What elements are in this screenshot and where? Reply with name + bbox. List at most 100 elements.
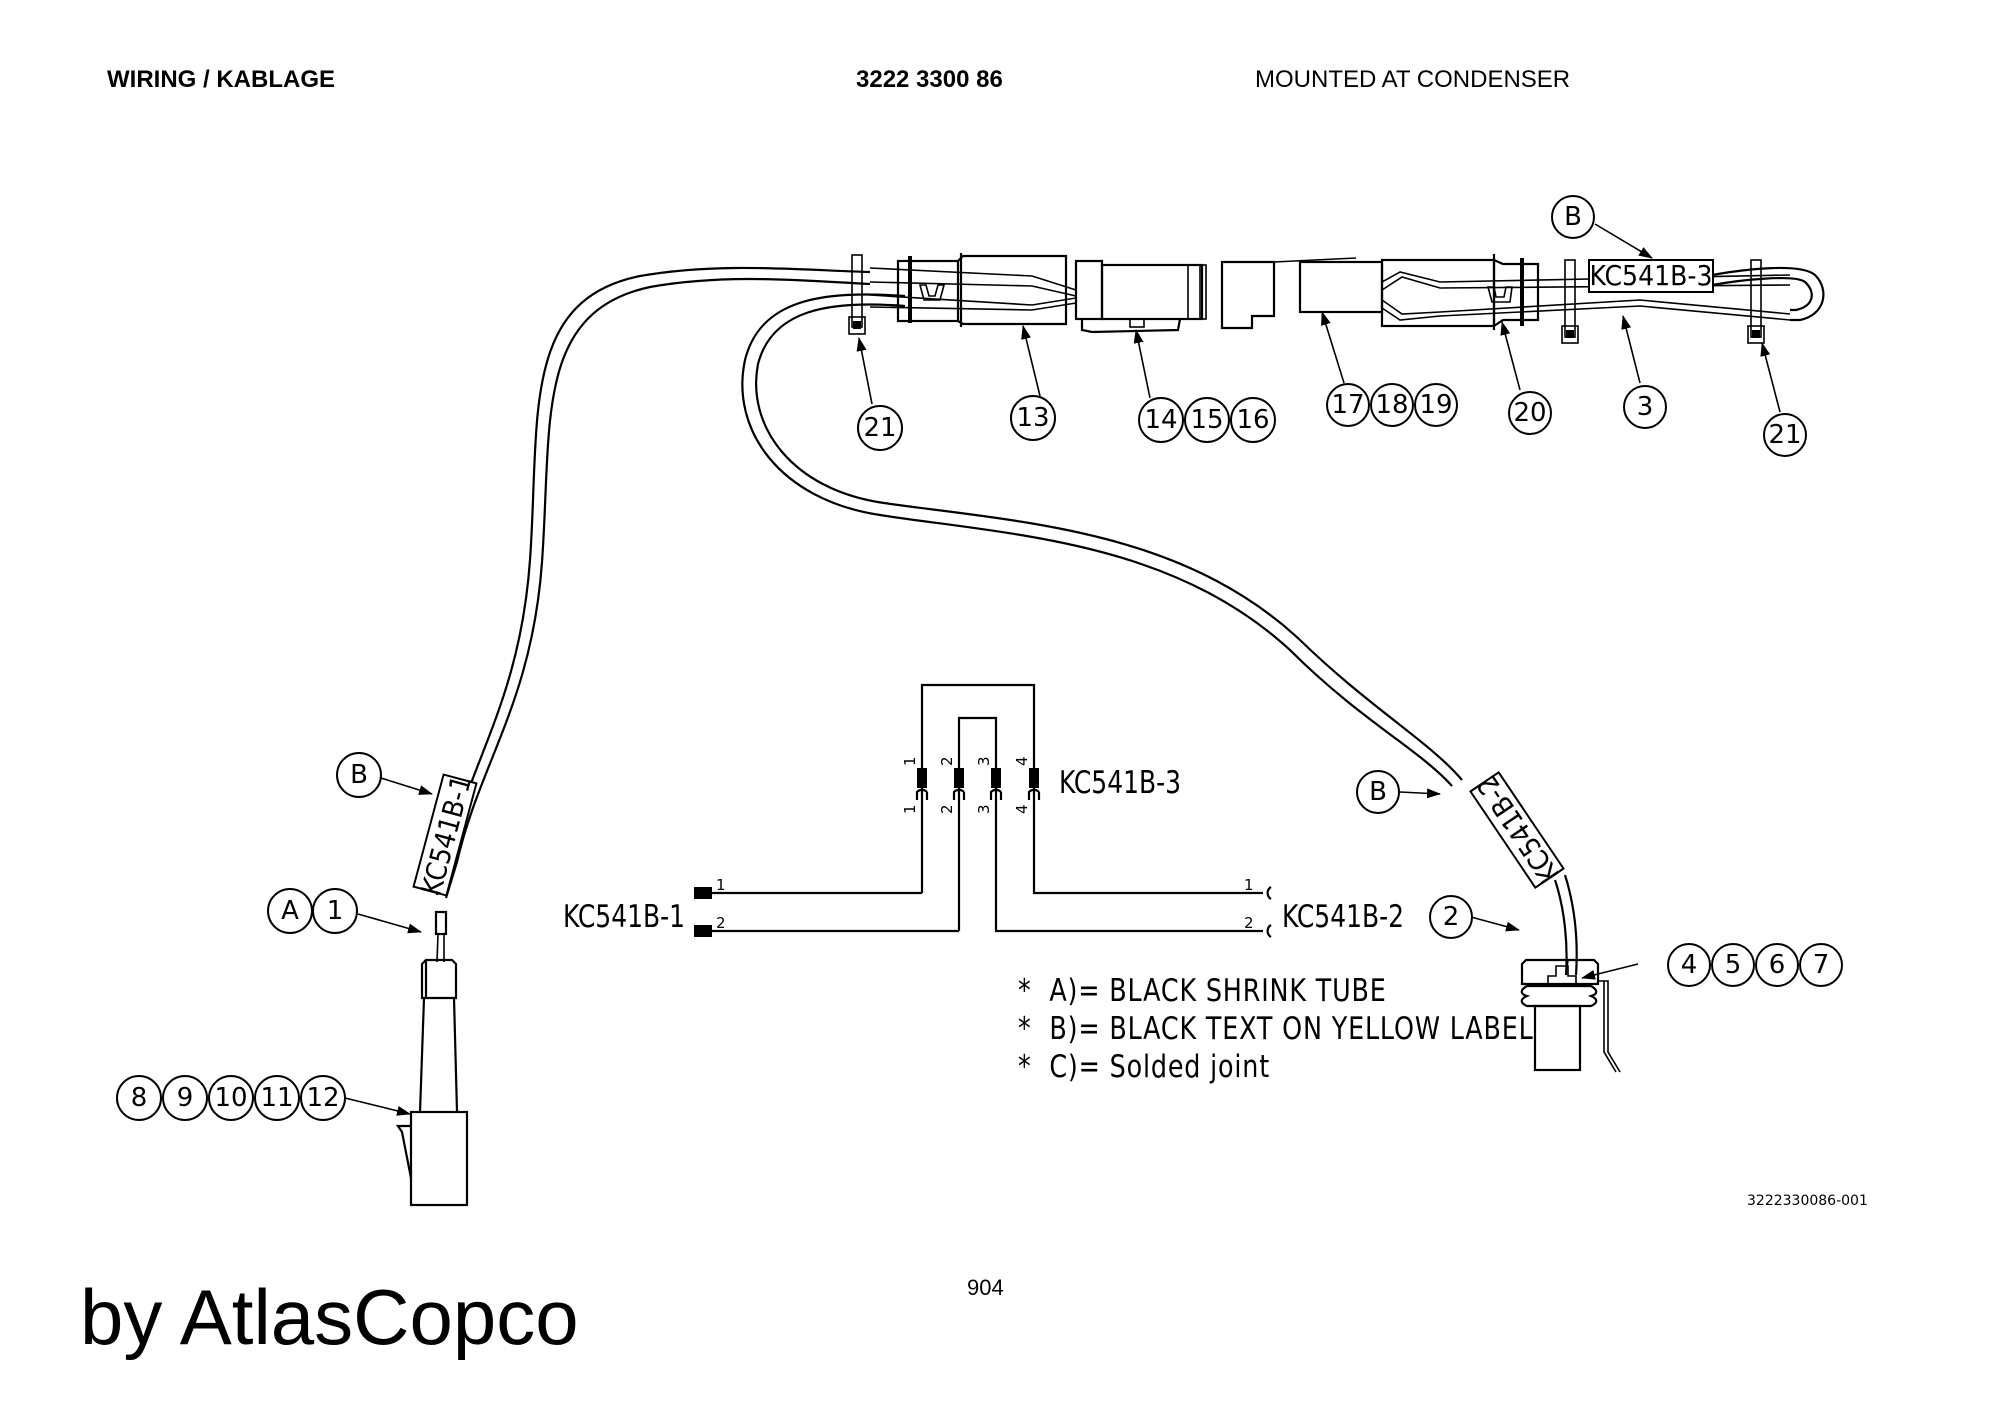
balloon-15: 15 — [1184, 397, 1230, 443]
top-connector-pins — [915, 768, 1041, 800]
svg-text:9: 9 — [177, 1083, 194, 1113]
svg-text:20: 20 — [1513, 398, 1546, 428]
balloon-3: 3 — [1623, 385, 1667, 429]
svg-text:7: 7 — [1813, 950, 1830, 980]
note-a: * A)= BLACK SHRINK TUBE — [1018, 973, 1387, 1009]
svg-text:12: 12 — [306, 1083, 339, 1113]
sensor-left — [395, 958, 469, 1207]
svg-text:14: 14 — [1144, 405, 1177, 435]
svg-text:17: 17 — [1331, 390, 1364, 420]
balloon-18: 18 — [1370, 383, 1414, 427]
sensor-right — [1520, 958, 1621, 1073]
cable-kc541b-1 — [435, 266, 871, 899]
pin-label-top-4b: 4 — [1013, 804, 1031, 814]
balloon-b-top: B — [1551, 195, 1595, 239]
pin-label-top-4a: 4 — [1013, 756, 1031, 766]
pin-label-left-2: 2 — [716, 914, 726, 932]
pin-label-top-3a: 3 — [975, 756, 993, 766]
svg-text:3: 3 — [1637, 392, 1654, 422]
page-title: WIRING / KABLAGE — [107, 66, 335, 93]
svg-text:21: 21 — [1768, 420, 1801, 450]
terminal-left-2 — [694, 925, 712, 937]
schematic-label-kc541b-2: KC541B-2 — [1282, 899, 1404, 935]
svg-text:19: 19 — [1419, 390, 1452, 420]
balloon-8: 8 — [116, 1075, 162, 1121]
balloon-11: 11 — [254, 1075, 300, 1121]
schematic-label-kc541b-3: KC541B-3 — [1059, 765, 1181, 801]
pin-label-top-2a: 2 — [938, 756, 956, 766]
terminal-right-2 — [1266, 924, 1272, 938]
balloon-19: 19 — [1414, 383, 1458, 427]
connector-housing-13 — [869, 253, 1077, 327]
svg-text:2: 2 — [1443, 902, 1460, 932]
balloon-6: 6 — [1755, 943, 1799, 987]
balloon-16: 16 — [1230, 397, 1276, 443]
pin-label-right-2: 2 — [1244, 914, 1254, 932]
terminal-right-1 — [1266, 886, 1272, 900]
balloon-7: 7 — [1799, 943, 1843, 987]
balloon-14: 14 — [1138, 397, 1184, 443]
balloon-1: 1 — [312, 888, 358, 934]
label-kc541b-3-text: KC541B-3 — [1589, 259, 1712, 292]
page-number: 904 — [967, 1275, 1004, 1300]
balloon-4: 4 — [1667, 943, 1711, 987]
svg-text:11: 11 — [260, 1083, 293, 1113]
note-b: * B)= BLACK TEXT ON YELLOW LABEL — [1018, 1011, 1534, 1047]
leader-lines — [344, 223, 1781, 1116]
svg-text:21: 21 — [863, 413, 896, 443]
svg-text:16: 16 — [1236, 405, 1269, 435]
svg-text:15: 15 — [1190, 405, 1223, 435]
connector-housing-20 — [1380, 254, 1791, 330]
shrink-tube-a — [434, 910, 448, 963]
balloon-13: 13 — [1010, 395, 1056, 441]
cable-tie-21-right — [1747, 259, 1765, 344]
balloon-9: 9 — [162, 1075, 208, 1121]
schematic-label-kc541b-1: KC541B-1 — [563, 899, 685, 935]
svg-text:B: B — [1564, 202, 1582, 232]
label-kc541b-2-text: KC541B-2 — [1470, 769, 1566, 889]
balloon-b-right: B — [1356, 770, 1400, 814]
svg-text:13: 13 — [1016, 403, 1049, 433]
label-kc541b-2: KC541B-2 — [1469, 769, 1566, 889]
balloon-2: 2 — [1429, 895, 1473, 939]
balloon-a: A — [267, 888, 313, 934]
balloon-17: 17 — [1326, 383, 1370, 427]
balloon-b-left: B — [336, 752, 382, 798]
part-number: 3222 3300 86 — [856, 66, 1003, 93]
drawing-number: 3222330086-001 — [1747, 1193, 1868, 1209]
svg-text:4: 4 — [1681, 950, 1698, 980]
balloon-21-right: 21 — [1763, 413, 1807, 457]
schematic-diagram: 1 2 1 2 1 2 3 4 1 2 3 4 KC541B-3 KC541B-… — [563, 683, 1404, 938]
cable-loop-3 — [1711, 266, 1825, 322]
pin-label-top-3b: 3 — [975, 804, 993, 814]
cable-tie-21-mid — [1561, 259, 1579, 344]
connector-socket-17 — [1220, 257, 1384, 330]
pin-label-right-1: 1 — [1244, 876, 1254, 894]
balloon-10: 10 — [208, 1075, 254, 1121]
terminal-left-1 — [694, 887, 712, 899]
pin-label-top-2b: 2 — [938, 804, 956, 814]
svg-text:5: 5 — [1725, 950, 1742, 980]
svg-text:6: 6 — [1769, 950, 1786, 980]
cable-tie-21-left — [848, 254, 866, 335]
cable-kc541b-2 — [741, 293, 1578, 976]
mounting-location: MOUNTED AT CONDENSER — [1255, 66, 1571, 93]
brand-watermark: by AtlasCopco — [80, 1273, 579, 1361]
svg-text:A: A — [281, 896, 299, 926]
balloon-12: 12 — [300, 1075, 346, 1121]
balloon-20: 20 — [1508, 391, 1552, 435]
note-c: * C)= Solded joint — [1018, 1049, 1270, 1085]
svg-text:10: 10 — [214, 1083, 247, 1113]
svg-text:18: 18 — [1375, 390, 1408, 420]
svg-text:B: B — [1369, 777, 1387, 807]
svg-text:1: 1 — [327, 896, 344, 926]
svg-text:8: 8 — [131, 1083, 148, 1113]
pin-label-top-1a: 1 — [901, 756, 919, 766]
wire-2 — [957, 716, 1263, 933]
balloon-5: 5 — [1711, 943, 1755, 987]
pin-label-left-1: 1 — [716, 876, 726, 894]
label-kc541b-3: KC541B-3 — [1588, 259, 1714, 293]
connector-plug-14 — [1074, 259, 1207, 334]
pin-label-top-1b: 1 — [901, 804, 919, 814]
